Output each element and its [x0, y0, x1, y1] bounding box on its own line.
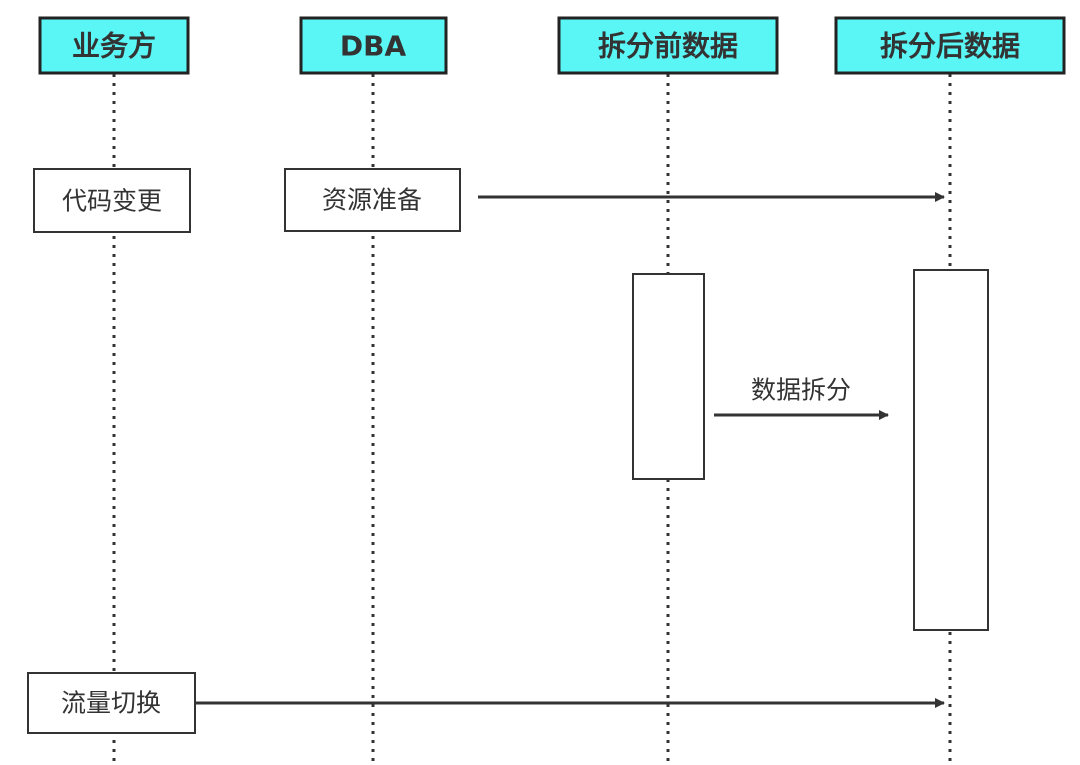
lifelines: [112, 74, 952, 765]
step-traffic-switch: 流量切换: [27, 672, 196, 734]
step-resource-prep: 资源准备: [284, 168, 461, 232]
actor-label: 拆分前数据: [598, 30, 738, 63]
activation-before-split: [632, 273, 705, 480]
actor-business: 业务方: [38, 16, 190, 75]
actor-after-split: 拆分后数据: [834, 16, 1066, 75]
actor-label: DBA: [340, 30, 407, 63]
step-code-change: 代码变更: [33, 168, 191, 233]
actor-label: 业务方: [72, 30, 156, 63]
activation-after-split: [913, 269, 989, 631]
step-label: 代码变更: [62, 187, 162, 216]
actor-before-split: 拆分前数据: [557, 16, 779, 75]
actor-label: 拆分后数据: [880, 30, 1020, 63]
step-label: 流量切换: [61, 689, 161, 718]
actor-dba: DBA: [299, 16, 448, 75]
message-label-data-split: 数据拆分: [751, 376, 851, 405]
step-label: 资源准备: [322, 186, 422, 215]
